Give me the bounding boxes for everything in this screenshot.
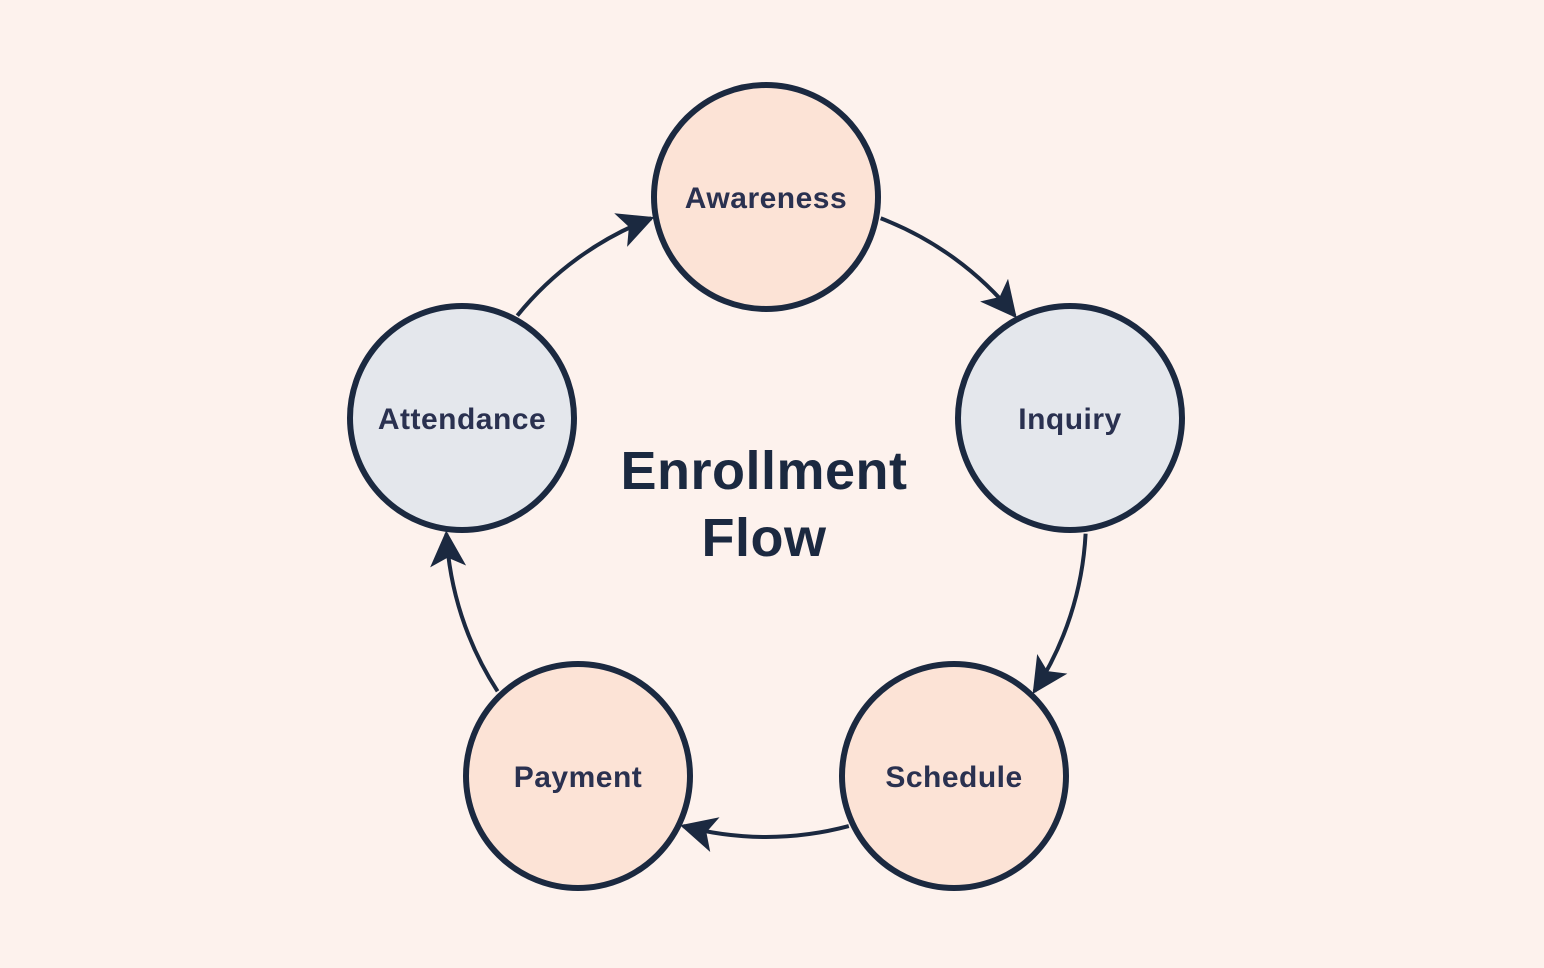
node-schedule: Schedule <box>839 661 1069 891</box>
node-inquiry: Inquiry <box>955 303 1185 533</box>
edge-payment-to-attendance <box>430 530 500 693</box>
node-inquiry-circle <box>955 303 1185 533</box>
node-schedule-label: Schedule <box>885 761 1022 794</box>
node-awareness-label: Awareness <box>685 182 847 215</box>
node-payment-circle <box>463 661 693 891</box>
diagram-title-line2: Flow <box>702 508 827 568</box>
node-attendance: Attendance <box>347 303 577 533</box>
node-payment: Payment <box>463 661 693 891</box>
diagram-title-line1: Enrollment <box>620 441 907 501</box>
node-payment-label: Payment <box>514 761 643 794</box>
edge-attendance-to-awareness <box>515 213 655 317</box>
node-awareness-circle <box>651 82 881 312</box>
diagram-title: Enrollment Flow <box>620 441 907 568</box>
edge-inquiry-to-schedule <box>1032 533 1088 694</box>
node-attendance-circle <box>347 303 577 533</box>
node-inquiry-label: Inquiry <box>1018 403 1122 436</box>
node-schedule-circle <box>839 661 1069 891</box>
node-attendance-label: Attendance <box>378 403 546 436</box>
edge-awareness-to-inquiry <box>879 216 1017 319</box>
node-awareness: Awareness <box>651 82 881 312</box>
edge-schedule-to-payment <box>680 817 850 852</box>
